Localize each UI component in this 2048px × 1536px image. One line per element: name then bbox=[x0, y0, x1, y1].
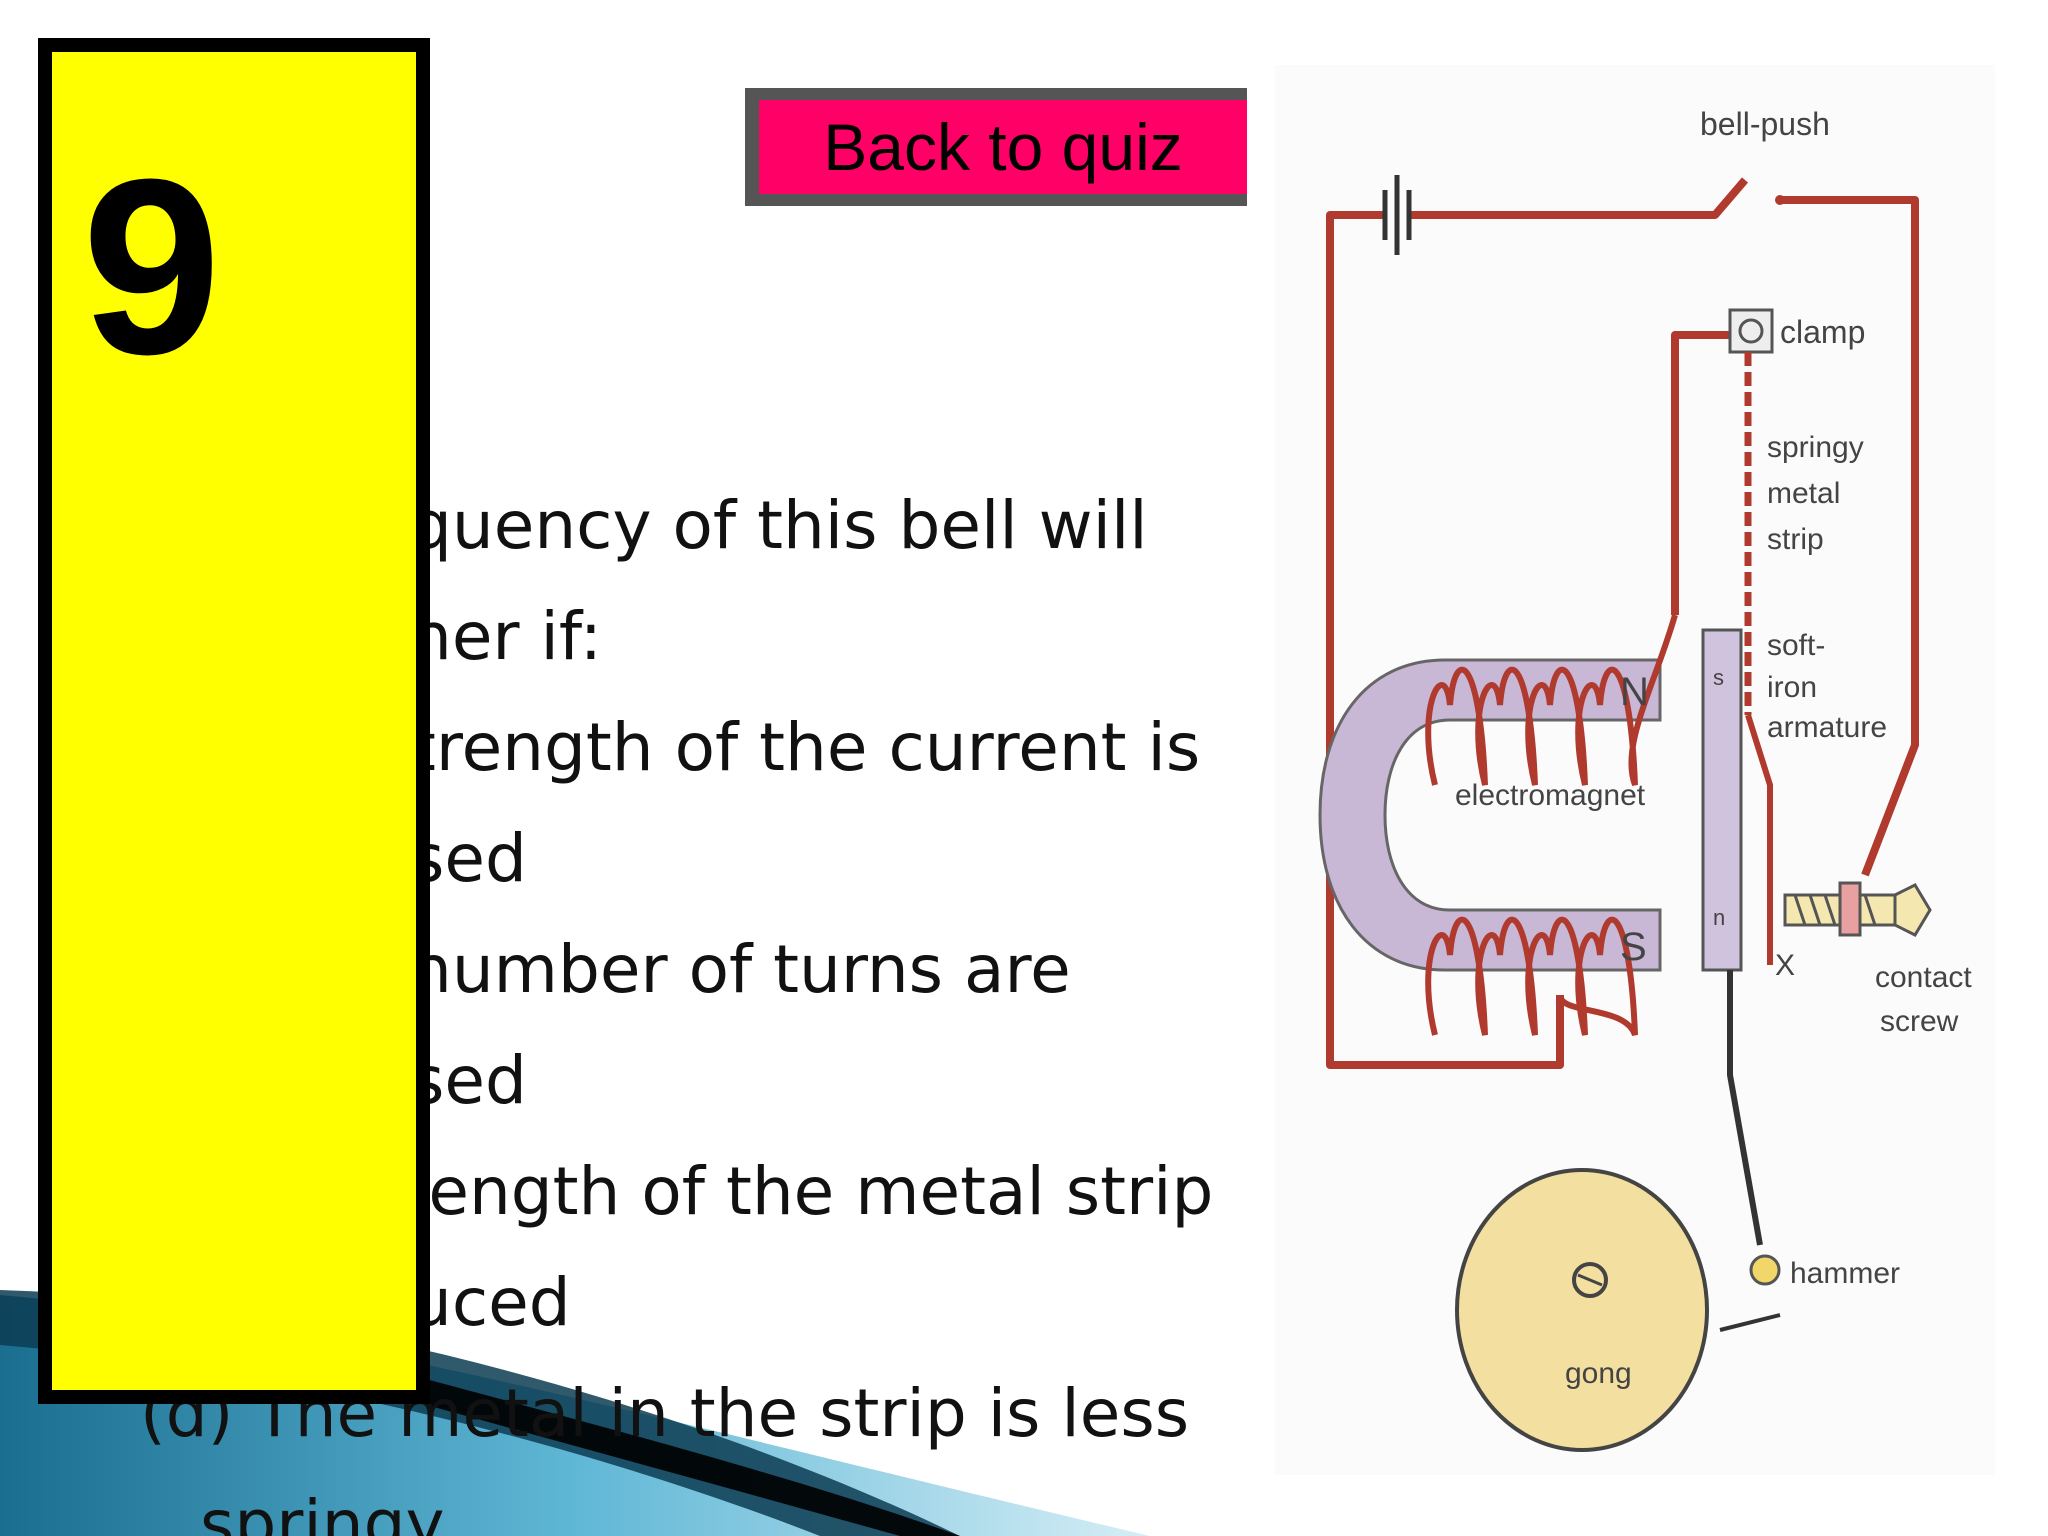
label-springy-3: strip bbox=[1767, 523, 1824, 556]
label-gong: gong bbox=[1565, 1357, 1632, 1390]
label-hammer: hammer bbox=[1790, 1257, 1900, 1290]
label-soft-3: armature bbox=[1767, 711, 1887, 744]
hammer-icon bbox=[1749, 1254, 1781, 1286]
question-stem-line-2: her if: bbox=[410, 598, 603, 675]
question-stem-line-1: quency of this bell will bbox=[410, 487, 1148, 564]
label-soft-2: iron bbox=[1767, 671, 1817, 704]
label-springy-2: metal bbox=[1767, 477, 1840, 510]
option-c-line-2: uced bbox=[410, 1264, 571, 1341]
label-springy-1: springy bbox=[1767, 431, 1864, 464]
back-to-quiz-label: Back to quiz bbox=[759, 100, 1247, 194]
clamp-icon bbox=[1728, 308, 1774, 354]
gong-icon bbox=[1455, 1168, 1709, 1452]
back-to-quiz-button[interactable]: Back to quiz bbox=[745, 88, 1247, 206]
label-electromagnet: electromagnet bbox=[1455, 779, 1646, 812]
question-number: 9 bbox=[82, 127, 222, 406]
label-clamp: clamp bbox=[1780, 314, 1865, 350]
option-d-line-2: springy bbox=[200, 1486, 445, 1536]
motion-arrow-icon bbox=[1719, 1313, 1781, 1332]
option-b-line-1: number of turns are bbox=[410, 931, 1071, 1008]
label-soft-1: soft- bbox=[1767, 629, 1825, 662]
option-a-line-1: trength of the current is bbox=[410, 709, 1201, 786]
label-contact-2: screw bbox=[1880, 1005, 1959, 1038]
option-c-line-1: length of the metal strip bbox=[410, 1153, 1214, 1230]
label-pole-n: N bbox=[1620, 670, 1649, 714]
question-number-card: 9 bbox=[38, 38, 430, 1404]
hammer-rod-icon bbox=[1727, 970, 1763, 1246]
battery-icon bbox=[1382, 175, 1412, 255]
label-armature-n: n bbox=[1713, 905, 1725, 930]
label-pole-s: S bbox=[1620, 925, 1647, 969]
bell-push-contact-icon bbox=[1775, 195, 1785, 205]
label-bell-push: bell-push bbox=[1700, 106, 1830, 142]
electromagnet-coil-icon bbox=[1425, 614, 1678, 1037]
label-armature-s: s bbox=[1713, 665, 1724, 690]
electric-bell-diagram: bell-push clamp springy metal strip soft… bbox=[1275, 65, 1995, 1475]
label-x: X bbox=[1775, 949, 1795, 982]
armature-icon bbox=[1701, 628, 1743, 972]
electromagnet-core-icon bbox=[1318, 658, 1662, 972]
label-contact-1: contact bbox=[1875, 961, 1972, 994]
contact-screw-icon bbox=[1783, 881, 1932, 937]
